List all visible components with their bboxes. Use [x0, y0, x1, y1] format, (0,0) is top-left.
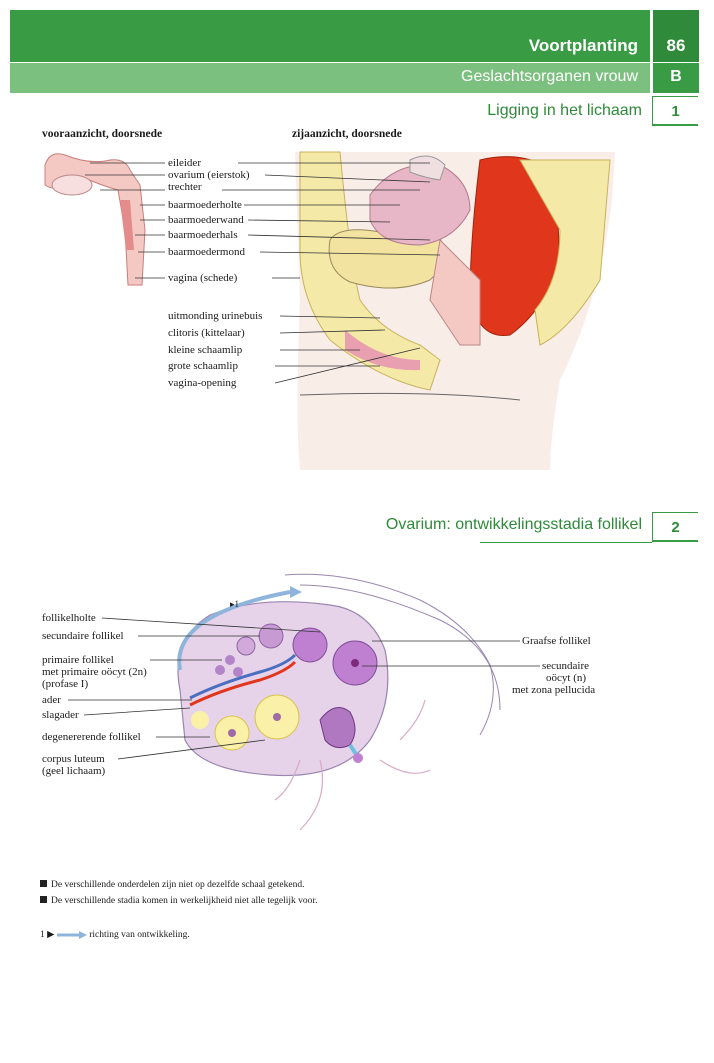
note-1: De verschillende onderdelen zijn niet op…: [40, 880, 305, 890]
chapter-header-bar: [10, 10, 650, 62]
label-slagader: slagader: [42, 709, 79, 721]
label-baarmoedermond: baarmoedermond: [168, 246, 245, 258]
section1-leader-lines: [85, 162, 441, 384]
label-eileider: eileider: [168, 157, 201, 169]
note-1-text: De verschillende onderdelen zijn niet op…: [51, 880, 305, 890]
label-primaire-oocyt: met primaire oöcyt (2n): [42, 666, 147, 678]
legend-text: richting van ontwikkeling.: [89, 930, 190, 940]
section2-number: 2: [652, 512, 698, 542]
label-geel-lichaam: (geel lichaam): [42, 765, 106, 777]
label-degenererende-follikel: degenererende follikel: [42, 731, 141, 743]
topic-header-bar: [10, 63, 650, 93]
legend-marker: 1 ▶: [40, 930, 55, 940]
label-trechter: trechter: [168, 181, 202, 193]
label-grote-schaamlip: grote schaamlip: [168, 360, 238, 372]
front-view-caption: vooraanzicht, doorsnede: [42, 128, 163, 140]
label-secundaire-oocyt: secundaire: [542, 660, 590, 672]
ovary-illustration: [177, 573, 501, 831]
chapter-number: 86: [666, 36, 686, 55]
label-ovarium: ovarium (eierstok): [168, 169, 250, 181]
label-primaire-follikel: primaire follikel: [42, 654, 114, 666]
label-baarmoederholte: baarmoederholte: [168, 199, 242, 211]
side-view-caption: zijaanzicht, doorsnede: [292, 128, 402, 140]
legend: 1 ▶ richting van ontwikkeling.: [40, 929, 190, 940]
label-corpus-luteum: corpus luteum: [42, 753, 105, 765]
topic-letter-box: [653, 63, 699, 93]
label-zona-pellucida: met zona pellucida: [512, 684, 596, 696]
section1-title: Ligging in het lichaam: [487, 102, 642, 119]
label-ader: ader: [42, 694, 61, 706]
label-secundaire-follikel: secundaire follikel: [42, 630, 124, 642]
label-baarmoederwand: baarmoederwand: [168, 214, 244, 226]
label-kleine-schaamlip: kleine schaamlip: [168, 344, 243, 356]
topic-letter: B: [670, 68, 682, 85]
note-2: De verschillende stadia komen in werkeli…: [40, 896, 317, 906]
section2-underline: [480, 542, 652, 543]
label-baarmoederhals: baarmoederhals: [168, 229, 238, 241]
blue-arrow-icon: [56, 930, 87, 939]
bullet-square-icon: [40, 896, 47, 903]
label-uitmonding-urinebuis: uitmonding urinebuis: [168, 310, 263, 322]
front-uterus-illustration: [44, 153, 146, 286]
chapter-number-box: [653, 10, 699, 62]
label-oocyt-n: oöcyt (n): [546, 672, 587, 684]
label-vagina-opening: vagina-opening: [168, 377, 237, 389]
arrow-marker: ▸1: [230, 599, 240, 609]
side-section-illustration: [295, 151, 615, 470]
bullet-square-icon: [40, 880, 47, 887]
label-vagina: vagina (schede): [168, 272, 238, 284]
label-clitoris: clitoris (kittelaar): [168, 327, 245, 339]
topic-title: Geslachtsorganen vrouw: [461, 68, 638, 85]
label-graafse-follikel: Graafse follikel: [522, 635, 591, 647]
label-profase: (profase I): [42, 678, 89, 690]
section1-number: 1: [652, 96, 698, 126]
chapter-title: Voortplanting: [528, 36, 638, 55]
section2-title: Ovarium: ontwikkelingsstadia follikel: [385, 516, 642, 533]
note-2-text: De verschillende stadia komen in werkeli…: [51, 896, 318, 906]
label-follikelholte: follikelholte: [42, 612, 96, 624]
section2-leader-lines: [68, 617, 540, 760]
